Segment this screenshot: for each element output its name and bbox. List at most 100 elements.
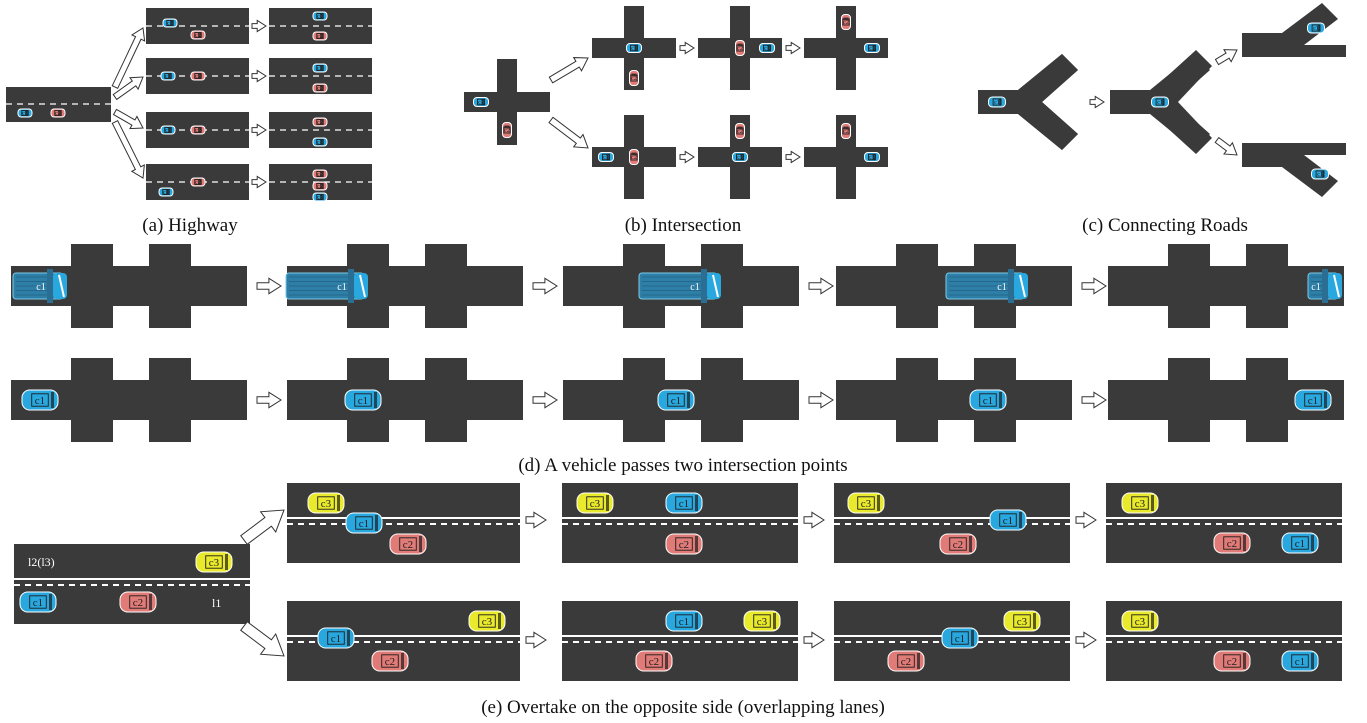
windshield xyxy=(347,630,350,646)
vehicle-c2: c2 xyxy=(371,650,409,672)
vehicle-c2: c2 xyxy=(1213,650,1251,672)
car-body xyxy=(939,533,977,555)
vehicle-label: c2 xyxy=(317,120,323,126)
vehicle-label: c1 xyxy=(671,395,681,407)
vehicle-c1: c1 xyxy=(1311,168,1329,180)
windshield xyxy=(712,274,719,298)
label-box xyxy=(602,153,610,161)
transition-arrow xyxy=(1075,631,1097,649)
transition-arrow xyxy=(1214,49,1238,66)
windshield xyxy=(51,392,54,408)
vehicle-label: c2 xyxy=(195,128,201,134)
windshield xyxy=(320,140,323,144)
transition-arrow xyxy=(251,175,267,189)
windshield xyxy=(695,613,698,629)
vehicle-c1: c1 xyxy=(158,187,174,197)
windshield xyxy=(877,495,880,511)
label-box xyxy=(586,496,604,510)
vehicle-c2: c2 xyxy=(502,122,512,138)
label-box xyxy=(316,194,324,200)
car-body xyxy=(468,610,506,632)
vehicle-truck: c1 xyxy=(285,269,368,303)
transition-arrow xyxy=(808,277,834,295)
label-box xyxy=(979,393,997,407)
label-box xyxy=(1291,654,1309,668)
label-box xyxy=(316,183,324,189)
vehicle-c2: c2 xyxy=(190,177,206,187)
label-box xyxy=(477,98,485,106)
car-body xyxy=(635,650,673,672)
car-body xyxy=(743,610,781,632)
label-box xyxy=(129,595,147,609)
windshield xyxy=(971,630,974,646)
car-body xyxy=(1003,610,1041,632)
vehicle-label: c3 xyxy=(1017,616,1028,628)
vehicle-label: c2 xyxy=(679,539,689,551)
vehicle-c3: c3 xyxy=(743,610,781,632)
car-body xyxy=(19,591,57,613)
windshield xyxy=(872,45,876,51)
car-body xyxy=(1281,650,1319,672)
label-box xyxy=(630,153,638,161)
vehicle-c1: c1 xyxy=(941,627,979,649)
label-box xyxy=(999,513,1017,527)
car-body xyxy=(1121,610,1159,632)
car-body xyxy=(21,389,59,411)
label-box xyxy=(381,654,399,668)
vehicle-c1: c1 xyxy=(312,137,328,147)
windshield xyxy=(225,554,228,570)
windshield xyxy=(419,536,422,552)
windshield xyxy=(998,99,1002,105)
label-box xyxy=(868,44,876,52)
windshield xyxy=(1151,495,1154,511)
label-box xyxy=(316,65,324,71)
car-body xyxy=(1294,389,1332,411)
label-box xyxy=(162,189,170,195)
transition-arrow xyxy=(548,116,589,149)
vehicle-c1: c1 xyxy=(1281,650,1319,672)
vehicle-label: c1 xyxy=(165,128,171,134)
vehicle-label: c3 xyxy=(482,616,493,628)
vehicle-label: c2 xyxy=(317,172,323,178)
vehicle-c2: c2 xyxy=(841,123,851,139)
vehicle-label: c1 xyxy=(631,46,637,52)
vehicle-truck: c1 xyxy=(638,269,721,303)
transition-arrow xyxy=(111,119,145,179)
road xyxy=(978,54,1078,150)
road xyxy=(896,358,938,442)
vehicle-truck: c1 xyxy=(12,269,67,303)
windshield xyxy=(695,495,698,511)
vehicle-label: c1 xyxy=(35,395,45,407)
label-box xyxy=(317,496,335,510)
windshield xyxy=(1019,274,1026,298)
vehicle-label: c1 xyxy=(358,395,368,407)
vehicle-c1: c1 xyxy=(312,63,328,73)
road xyxy=(425,358,467,442)
road xyxy=(1242,143,1346,197)
vehicle-label: c2 xyxy=(953,539,963,551)
vehicle-label: c1 xyxy=(163,190,169,196)
label-box xyxy=(316,139,324,145)
transition-arrow xyxy=(1214,136,1238,156)
road xyxy=(1168,244,1210,328)
vehicle-c2: c2 xyxy=(735,40,745,56)
road xyxy=(149,358,191,442)
transition-arrow xyxy=(785,150,801,164)
label-box xyxy=(897,654,915,668)
vehicle-label: c2 xyxy=(843,129,849,135)
vehicle-c1: c1 xyxy=(864,152,880,162)
vehicle-label: c1 xyxy=(679,616,689,628)
transition-arrow xyxy=(256,391,282,409)
vehicle-c1: c1 xyxy=(312,11,328,21)
transition-arrow xyxy=(240,620,285,657)
car-body xyxy=(317,627,355,649)
road xyxy=(1168,358,1210,442)
label-box xyxy=(21,110,29,116)
car-body xyxy=(371,650,409,672)
label-box xyxy=(1223,654,1241,668)
vehicle-c2: c2 xyxy=(635,650,673,672)
car-body xyxy=(1281,532,1319,554)
vehicle-label: c2 xyxy=(737,46,743,52)
transition-arrow xyxy=(548,57,589,84)
